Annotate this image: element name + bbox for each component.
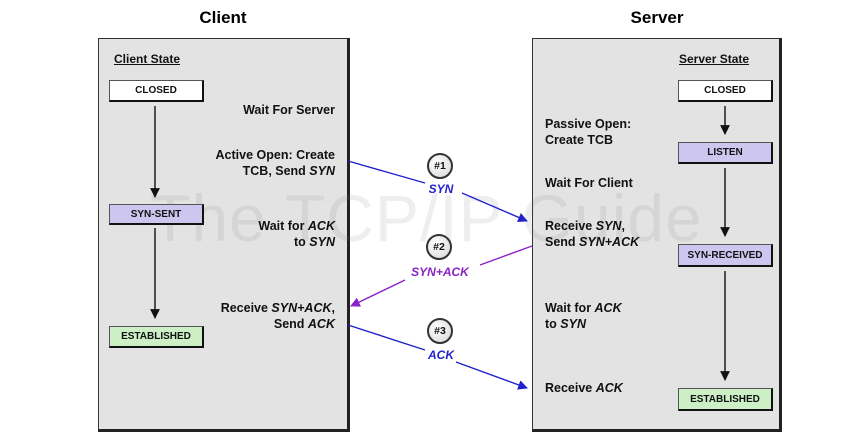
server-state-closed: CLOSED	[678, 80, 773, 102]
message-3-label: ACK	[428, 348, 454, 362]
message-3-number-badge: #3	[427, 318, 453, 344]
server-state-established: ESTABLISHED	[678, 388, 773, 411]
server-panel	[532, 38, 782, 432]
server-step-receive-syn: Receive SYN, Send SYN+ACK	[545, 219, 640, 249]
message-2-number-badge: #2	[426, 234, 452, 260]
message-1-label: SYN	[428, 182, 454, 196]
server-step-wait-for-ack: Wait for ACK to SYN	[545, 301, 622, 331]
client-title: Client	[199, 8, 247, 27]
message-2-label: SYN+ACK	[411, 265, 469, 279]
server-step-wait-for-client: Wait For Client	[545, 176, 633, 190]
client-state-syn-sent: SYN-SENT	[109, 204, 204, 225]
message-ack-arrow	[347, 324, 528, 390]
server-step-receive-ack: Receive ACK	[545, 381, 623, 395]
server-state-syn-received: SYN-RECEIVED	[678, 244, 773, 267]
server-state-listen: LISTEN	[678, 142, 773, 164]
client-state-header: Client State	[114, 52, 181, 66]
watermark: The TCP/IP Guide	[150, 181, 703, 255]
client-state-established: ESTABLISHED	[109, 326, 204, 348]
client-step-receive-syn-ack: Receive SYN+ACK, Send ACK	[220, 301, 335, 331]
message-1-number-badge: #1	[427, 153, 453, 179]
message-syn-ack-arrow	[350, 245, 533, 307]
client-step-active-open: Active Open: Create TCB, Send SYN	[215, 148, 335, 178]
server-state-header: Server State	[679, 52, 750, 66]
client-panel	[98, 38, 350, 432]
client-step-wait-for-server: Wait For Server	[243, 103, 335, 117]
message-syn-arrow	[347, 160, 528, 223]
client-state-closed: CLOSED	[109, 80, 204, 102]
server-step-passive-open: Passive Open: Create TCB	[545, 117, 632, 147]
client-step-wait-for-ack: Wait for ACK to SYN	[258, 219, 335, 249]
server-title: Server	[630, 8, 684, 27]
